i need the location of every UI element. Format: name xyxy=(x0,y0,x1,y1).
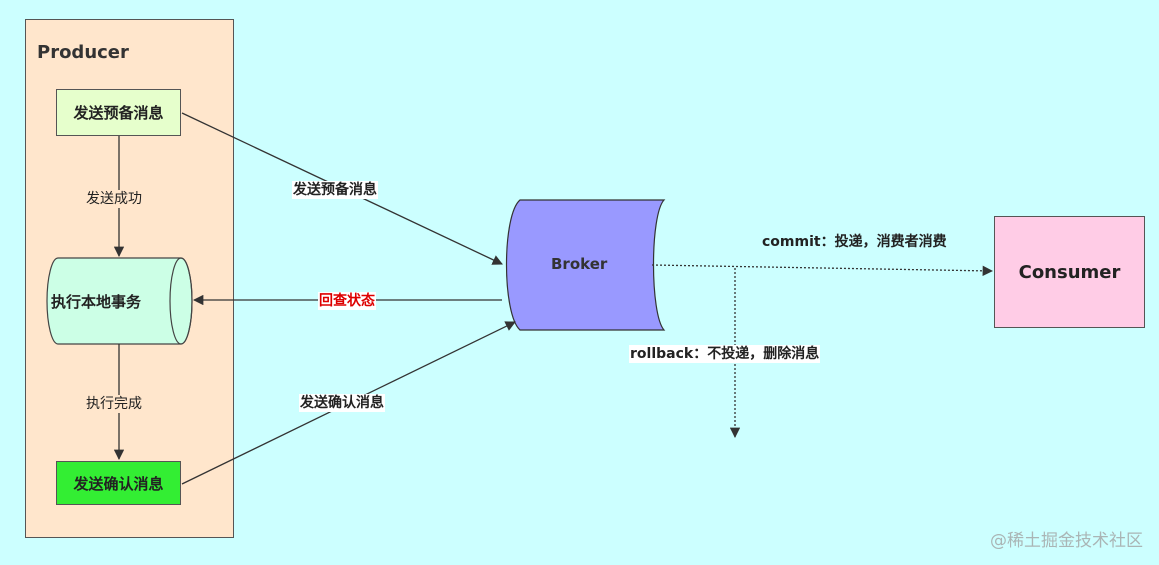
broker-cylinder[interactable] xyxy=(505,199,666,331)
watermark-text: @稀土掘金技术社区 xyxy=(990,531,1143,551)
consumer-box[interactable]: Consumer xyxy=(994,216,1145,328)
edge-label-send-success: 发送成功 xyxy=(86,190,142,208)
broker-label: Broker xyxy=(551,255,608,273)
edge-label-commit: commit：投递，消费者消费 xyxy=(762,233,947,251)
edge-label-send-confirm: 发送确认消息 xyxy=(299,394,385,412)
send-prepare-message-box[interactable]: 发送预备消息 xyxy=(56,89,181,136)
edge-label-exec-done: 执行完成 xyxy=(86,395,142,413)
edge-label-send-prepare: 发送预备消息 xyxy=(292,181,378,199)
send-confirm-message-box[interactable]: 发送确认消息 xyxy=(56,461,181,505)
producer-title: Producer xyxy=(37,42,129,63)
local-transaction-cylinder[interactable] xyxy=(46,257,193,345)
arrow-commit xyxy=(651,264,994,277)
edge-label-rollback: rollback：不投递，删除消息 xyxy=(629,345,821,363)
edge-label-check-status: 回查状态 xyxy=(318,292,376,310)
local-transaction-label: 执行本地事务 xyxy=(51,293,142,311)
